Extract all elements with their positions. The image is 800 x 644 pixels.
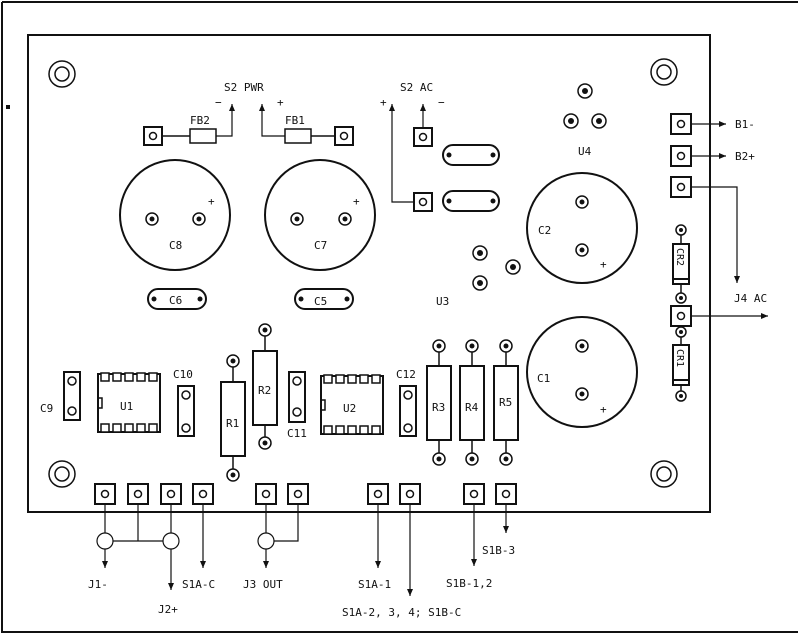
bullet-dot	[6, 105, 10, 109]
label-c8: C8	[169, 239, 182, 252]
label-j2-plus: J2+	[158, 603, 178, 616]
capacitor-c5	[294, 288, 354, 310]
resistor-r2	[252, 350, 278, 426]
label-c1: C1	[537, 372, 550, 385]
label-j4-ac: J4 AC	[734, 292, 767, 305]
label-u2: U2	[343, 402, 356, 415]
jumper-circle	[257, 532, 275, 550]
jumper-circle	[162, 532, 180, 550]
label-cr2: CR2	[674, 248, 685, 266]
polarity-plus: +	[277, 96, 284, 109]
label-cr1: CR1	[674, 349, 685, 367]
pad-s1a-1	[367, 483, 389, 505]
capacitor-c12	[399, 385, 417, 437]
label-c5: C5	[314, 295, 327, 308]
ferrite-bead-fb2	[189, 128, 217, 144]
polarity-minus: −	[215, 96, 222, 109]
label-r5: R5	[499, 396, 512, 409]
capacitor-c1	[526, 316, 638, 428]
label-c10: C10	[173, 368, 193, 381]
label-b2: B2+	[735, 150, 755, 163]
jumper-circle	[96, 532, 114, 550]
pad-j1	[94, 483, 116, 505]
resistor-r3	[426, 365, 452, 441]
label-c2: C2	[538, 224, 551, 237]
mounting-hole	[48, 460, 76, 488]
label-c12: C12	[396, 368, 416, 381]
capacitor-c8	[119, 159, 231, 271]
pad-fb1	[334, 126, 354, 146]
label-s1b-3: S1B-3	[482, 544, 515, 557]
capacitor-c9	[63, 371, 81, 421]
capacitor-c11	[288, 371, 306, 423]
capacitor-c2	[526, 172, 638, 284]
capacitor-c6	[147, 288, 207, 310]
label-u3: U3	[436, 295, 449, 308]
label-b1: B1-	[735, 118, 755, 131]
label-r1: R1	[226, 417, 239, 430]
label-u1: U1	[120, 400, 133, 413]
pad-j2	[160, 483, 182, 505]
polarity-plus: +	[380, 96, 387, 109]
polarity-plus: +	[600, 258, 607, 271]
pad-fb2	[143, 126, 163, 146]
pad-s1b-12	[463, 483, 485, 505]
pad-cr-junction	[670, 305, 692, 327]
label-c11: C11	[287, 427, 307, 440]
label-u4: U4	[578, 145, 592, 158]
mounting-hole	[650, 460, 678, 488]
label-r3: R3	[432, 401, 445, 414]
ic-u1	[97, 372, 161, 433]
capacitor-c10	[177, 385, 195, 437]
capacitor-c7	[264, 159, 376, 271]
label-r4: R4	[465, 401, 479, 414]
pad-s1a-c	[192, 483, 214, 505]
label-c6: C6	[169, 294, 182, 307]
polarity-plus: +	[208, 195, 215, 208]
label-c7: C7	[314, 239, 327, 252]
label-c9: C9	[40, 402, 53, 415]
diode-oval	[442, 190, 500, 212]
pad-j3b	[287, 483, 309, 505]
label-r2: R2	[258, 384, 271, 397]
ferrite-bead-fb1	[284, 128, 312, 144]
pad-j1b	[127, 483, 149, 505]
pad-b1	[670, 113, 692, 135]
regulator-u3	[472, 245, 521, 291]
polarity-plus: +	[600, 403, 607, 416]
pad-s1a-2	[399, 483, 421, 505]
label-s2-ac: S2 AC	[400, 81, 433, 94]
pad-j3	[255, 483, 277, 505]
label-fb1: FB1	[285, 114, 305, 127]
label-s1b-12: S1B-1,2	[446, 577, 492, 590]
pad-j4	[670, 176, 692, 198]
diode-oval	[442, 144, 500, 166]
regulator-u4	[563, 83, 607, 129]
mounting-hole	[48, 60, 76, 88]
label-j1-minus: J1-	[88, 578, 108, 591]
polarity-minus: −	[438, 96, 445, 109]
label-s1a-1: S1A-1	[358, 578, 391, 591]
label-fb2: FB2	[190, 114, 210, 127]
pad-s2ac-plus	[413, 192, 433, 212]
pad-b2	[670, 145, 692, 167]
pad-s2ac-minus	[413, 127, 433, 147]
label-s1a-c: S1A-C	[182, 578, 215, 591]
label-s2-pwr: S2 PWR	[224, 81, 264, 94]
pcb-outline	[27, 34, 711, 513]
ic-u2	[320, 374, 384, 435]
label-s1a-2-3-4-s1b-c: S1A-2, 3, 4; S1B-C	[342, 606, 461, 619]
polarity-plus: +	[353, 195, 360, 208]
pad-s1b-3	[495, 483, 517, 505]
page-frame	[1, 1, 798, 633]
label-j3-out: J3 OUT	[243, 578, 283, 591]
mounting-hole	[650, 58, 678, 86]
